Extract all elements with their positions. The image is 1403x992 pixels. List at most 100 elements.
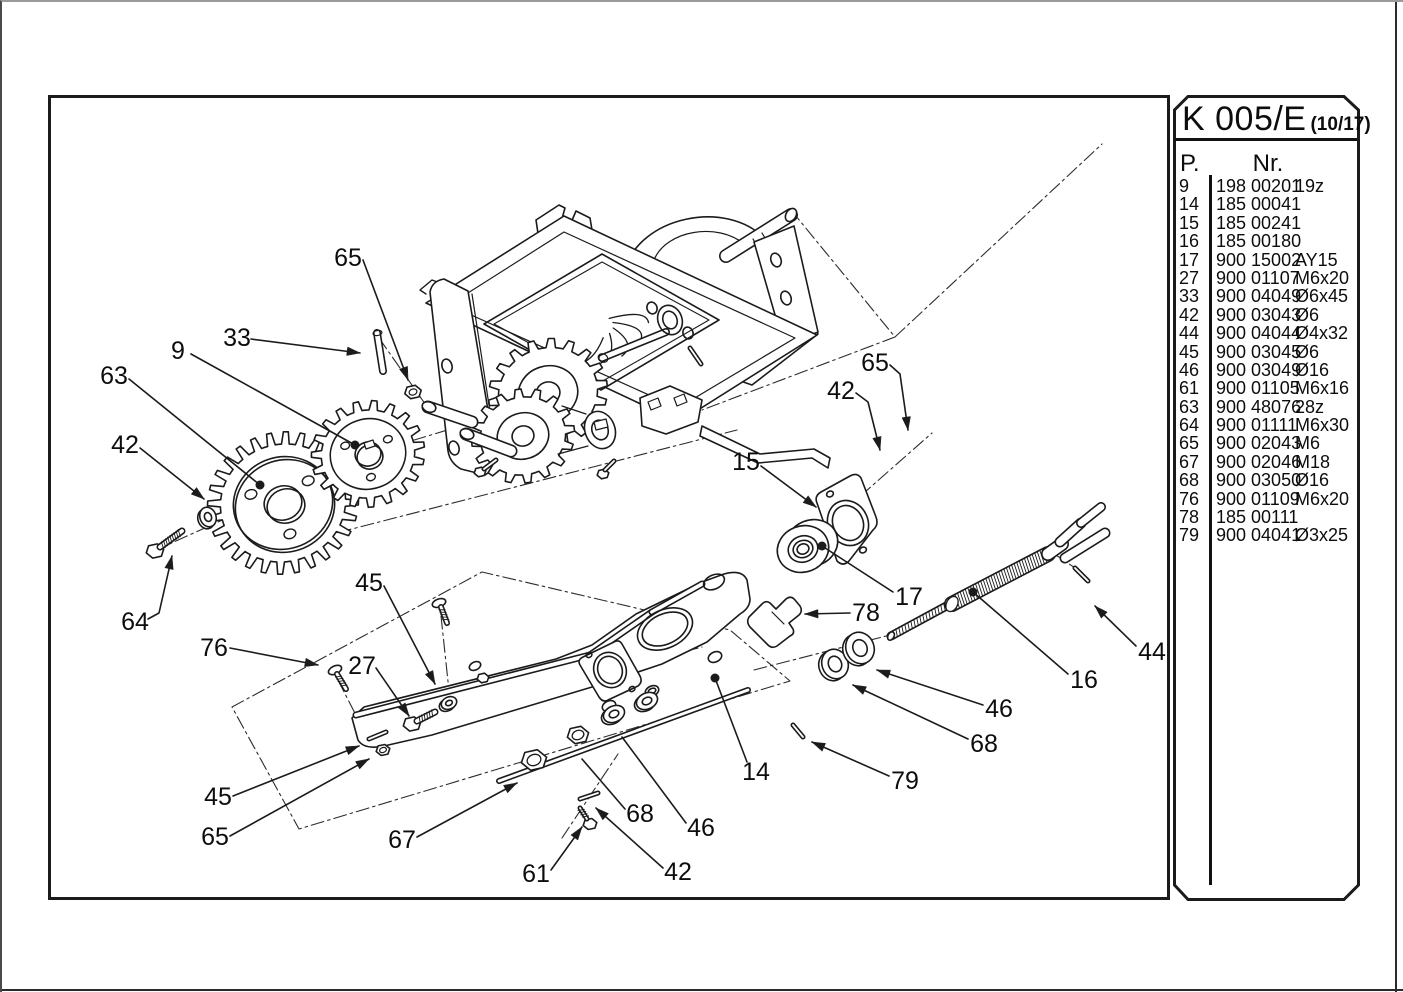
callout-label: 65 bbox=[201, 823, 229, 851]
callout-label: 42 bbox=[827, 377, 855, 405]
part-spec: Ø6 bbox=[1295, 304, 1320, 325]
part-spec: Ø6 bbox=[1295, 341, 1320, 362]
part-position: 15 bbox=[1179, 212, 1200, 233]
part-position: 16 bbox=[1179, 231, 1200, 252]
part-position: 76 bbox=[1179, 488, 1200, 509]
part-number: 900 02046 bbox=[1216, 451, 1302, 472]
part-spec bbox=[1295, 232, 1360, 250]
part-number: 900 04041 bbox=[1216, 525, 1302, 546]
parts-table-row: 14 185 00041 bbox=[1173, 194, 1360, 215]
callout-42: 42 bbox=[827, 377, 882, 451]
callout-label: 45 bbox=[355, 569, 383, 597]
part-number: 900 04049 bbox=[1216, 286, 1302, 307]
part-number: 900 48076 bbox=[1216, 396, 1302, 417]
callout-65: 65 bbox=[201, 758, 370, 851]
callout-label: 61 bbox=[522, 860, 550, 888]
callout-label: 68 bbox=[970, 730, 998, 758]
part-spec: M6x20 bbox=[1295, 267, 1350, 288]
sheet-code: K 005/E (10/17) bbox=[1182, 100, 1371, 139]
part-number: 900 04044 bbox=[1216, 323, 1302, 344]
part-position: 14 bbox=[1179, 194, 1200, 215]
sheet-code-title: K 005/E bbox=[1182, 100, 1307, 138]
part-number: 900 01105 bbox=[1216, 378, 1300, 399]
column-divider bbox=[1209, 175, 1212, 885]
part-position: 46 bbox=[1179, 359, 1200, 380]
part-number: 900 03043 bbox=[1216, 304, 1302, 325]
callout-9: 9 bbox=[171, 337, 360, 450]
callout-label: 79 bbox=[891, 767, 919, 795]
part-number: 900 03049 bbox=[1216, 359, 1302, 380]
callout-14: 14 bbox=[710, 673, 770, 786]
callout-45: 45 bbox=[204, 745, 360, 811]
part-position: 79 bbox=[1179, 525, 1200, 546]
parts-table-border bbox=[1173, 95, 1360, 901]
callout-label: 45 bbox=[204, 783, 232, 811]
part-spec: 28z bbox=[1295, 396, 1325, 417]
callout-label: 76 bbox=[200, 634, 228, 662]
part-spec: M6x20 bbox=[1295, 488, 1350, 509]
callout-42: 42 bbox=[595, 807, 692, 886]
callout-65: 65 bbox=[861, 349, 911, 431]
part-number: 198 00201 bbox=[1216, 176, 1302, 196]
callout-label: 14 bbox=[742, 758, 770, 786]
part-spec: 19z bbox=[1295, 176, 1325, 196]
column-header-position: P. bbox=[1180, 150, 1200, 177]
part-position: 63 bbox=[1179, 396, 1200, 417]
callout-15: 15 bbox=[732, 448, 817, 508]
part-position: 44 bbox=[1179, 323, 1200, 344]
part-number: 900 01109 bbox=[1216, 488, 1300, 509]
callout-label: 64 bbox=[121, 608, 149, 636]
part-number: 185 00180 bbox=[1216, 231, 1302, 252]
callout-label: 65 bbox=[861, 349, 889, 377]
part-number: 900 03045 bbox=[1216, 341, 1302, 362]
part-spec: Ø16 bbox=[1295, 470, 1330, 491]
part-number: 185 00041 bbox=[1216, 194, 1302, 215]
callout-27: 27 bbox=[348, 652, 410, 717]
part-number: 185 00111 bbox=[1216, 507, 1299, 528]
callout-label: 9 bbox=[171, 337, 185, 365]
part-position: 42 bbox=[1179, 304, 1200, 325]
part-number: 900 01111 bbox=[1216, 415, 1298, 436]
callout-label: 44 bbox=[1138, 638, 1166, 666]
part-spec: Ø4x32 bbox=[1295, 323, 1349, 344]
part-spec: AY15 bbox=[1295, 249, 1338, 270]
callout-label: 42 bbox=[111, 431, 139, 459]
part-position: 9 bbox=[1179, 176, 1190, 196]
part-spec: Ø16 bbox=[1295, 359, 1330, 380]
callout-label: 46 bbox=[687, 814, 715, 842]
part-position: 17 bbox=[1179, 249, 1200, 270]
callout-label: 65 bbox=[334, 244, 362, 272]
part-number: 900 02043 bbox=[1216, 433, 1302, 454]
part-number: 900 15002 bbox=[1216, 249, 1302, 270]
callout-63: 63 bbox=[100, 362, 265, 490]
callout-78: 78 bbox=[804, 599, 880, 627]
callout-16: 16 bbox=[968, 587, 1098, 694]
parts-table-row: 16 185 00180 bbox=[1173, 231, 1360, 252]
callout-label: 78 bbox=[852, 599, 880, 627]
part-spec: M6x30 bbox=[1295, 415, 1350, 436]
callout-label: 63 bbox=[100, 362, 128, 390]
part-position: 67 bbox=[1179, 451, 1200, 472]
callout-45: 45 bbox=[355, 569, 436, 685]
part-spec: M18 bbox=[1295, 451, 1331, 472]
part-position: 45 bbox=[1179, 341, 1200, 362]
callout-67: 67 bbox=[388, 782, 518, 854]
bearing-and-rod-assembly bbox=[746, 473, 1111, 740]
page-edge bbox=[1395, 2, 1397, 992]
